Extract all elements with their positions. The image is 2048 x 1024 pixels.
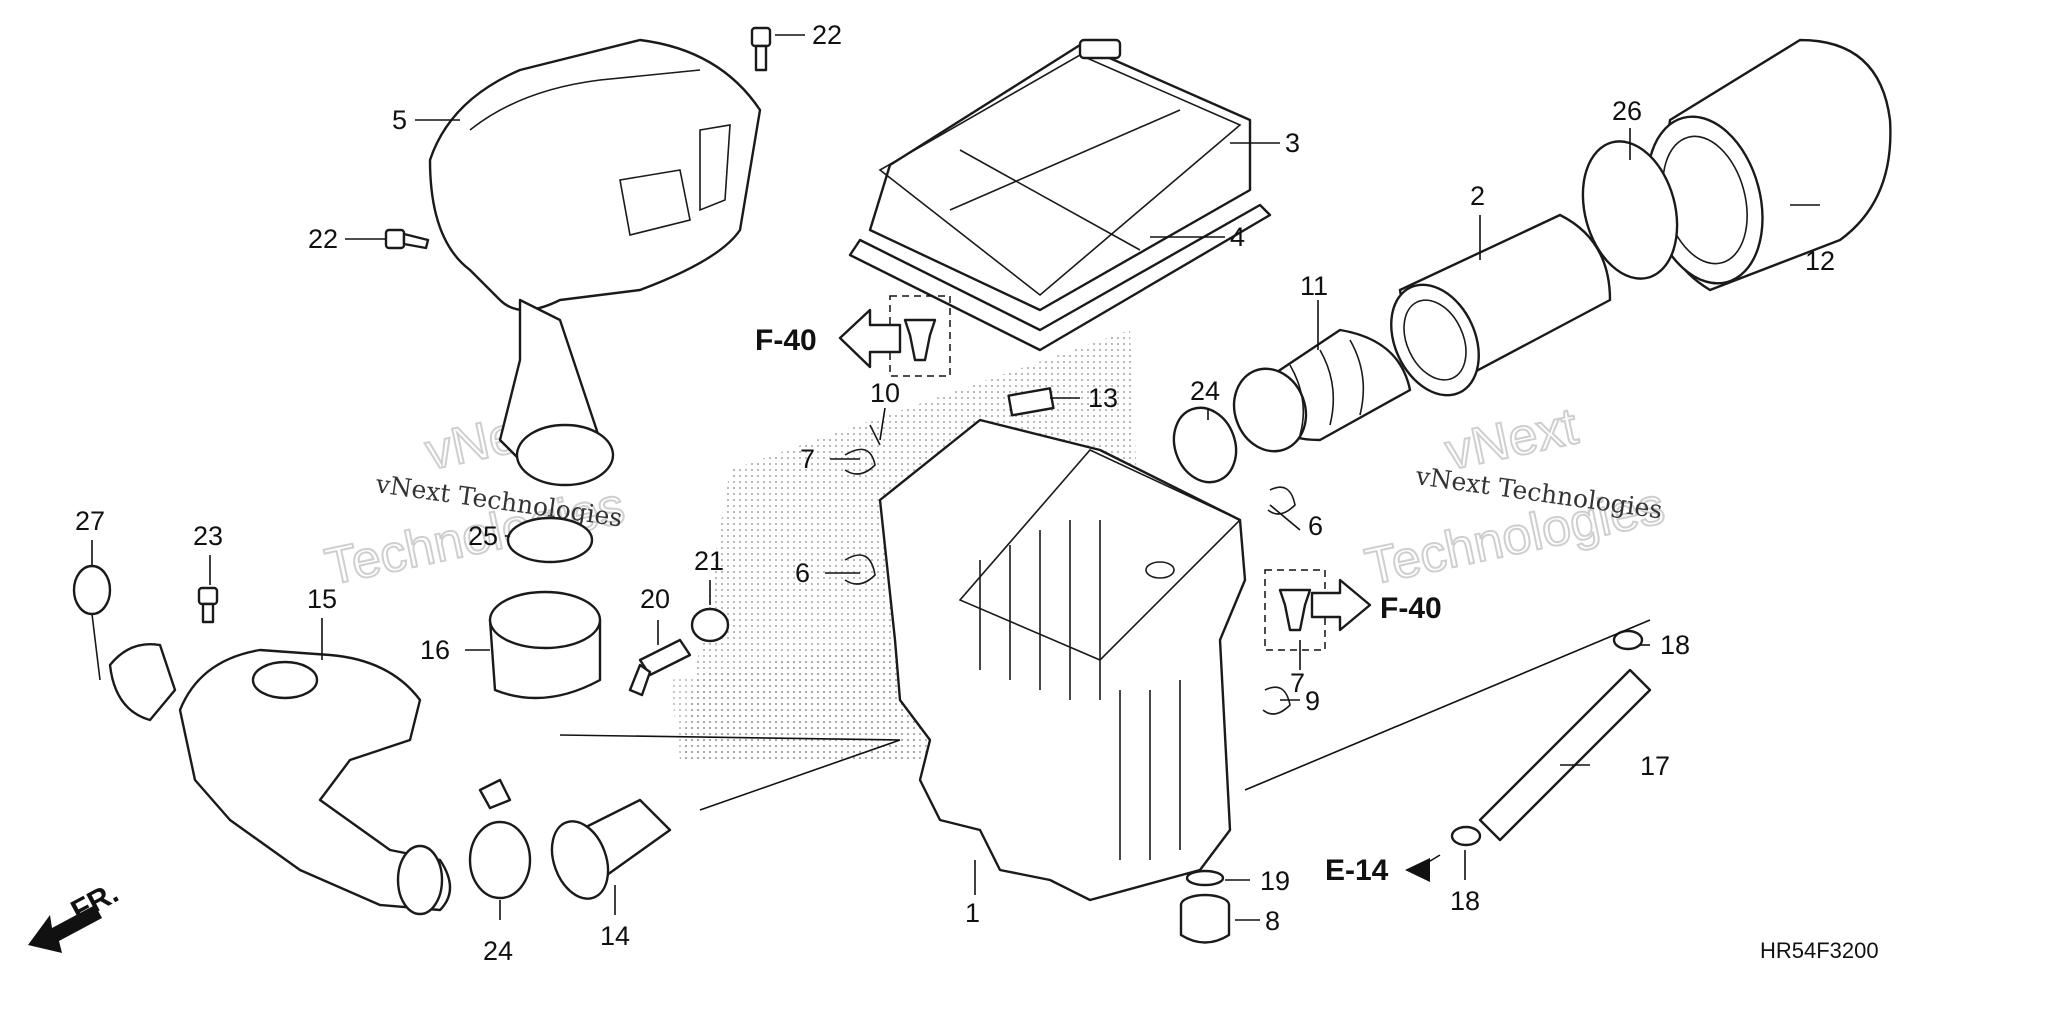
clamp-upper bbox=[1172, 406, 1238, 484]
hose-clip-lower bbox=[1450, 825, 1482, 847]
boot-clamp bbox=[506, 516, 594, 564]
connecting-tube bbox=[1232, 328, 1412, 453]
callout-19: 19 bbox=[1260, 866, 1290, 896]
air-cleaner-case bbox=[878, 418, 1247, 902]
callout-22-left: 22 bbox=[308, 224, 338, 254]
lower-intake-duct bbox=[108, 643, 452, 916]
callout-5: 5 bbox=[392, 105, 407, 135]
callout-24-lower: 24 bbox=[483, 936, 513, 966]
callout-27: 27 bbox=[75, 506, 105, 536]
callout-14: 14 bbox=[600, 921, 630, 951]
callout-7-lower: 7 bbox=[1290, 668, 1305, 698]
spring-clip-7-upper bbox=[844, 448, 876, 475]
callout-21: 21 bbox=[694, 546, 724, 576]
callout-6-left: 6 bbox=[795, 558, 810, 588]
bolt-22-top bbox=[750, 26, 772, 72]
callout-1: 1 bbox=[965, 898, 980, 928]
callout-7-upper: 7 bbox=[800, 444, 815, 474]
watermark-right: vNext Technologies vNext Technologies bbox=[1359, 396, 1670, 597]
hose-clip-small bbox=[478, 778, 512, 810]
callout-20: 20 bbox=[640, 584, 670, 614]
callout-9: 9 bbox=[1305, 686, 1320, 716]
callout-18-upper: 18 bbox=[1660, 630, 1690, 660]
callout-3: 3 bbox=[1285, 128, 1300, 158]
air-filter-lid bbox=[848, 38, 1272, 352]
front-arrow bbox=[28, 905, 102, 953]
callout-15: 15 bbox=[307, 584, 337, 614]
bolt-22-left bbox=[384, 228, 430, 250]
dotted-shading-hose bbox=[670, 640, 920, 760]
spring-clip-6-left bbox=[844, 554, 876, 585]
intake-boot bbox=[488, 590, 602, 700]
leader-lines bbox=[91, 34, 1820, 921]
callout-10: 10 bbox=[870, 378, 900, 408]
e14-arrow bbox=[1405, 858, 1430, 882]
diagram-code: HR54F3200 bbox=[1760, 938, 1879, 963]
bolt-23 bbox=[197, 586, 219, 624]
callouts: 1 2 3 4 5 6 6 7 7 8 9 10 11 12 13 14 15 … bbox=[75, 20, 1835, 966]
drain-clip bbox=[1185, 869, 1225, 887]
callout-13: 13 bbox=[1088, 383, 1118, 413]
callout-26: 26 bbox=[1612, 96, 1642, 126]
ref-e14: E-14 bbox=[1325, 854, 1389, 887]
band-clamp bbox=[1581, 140, 1679, 280]
grommet-21 bbox=[690, 607, 730, 643]
clamp-lower bbox=[468, 820, 532, 900]
callout-4: 4 bbox=[1230, 222, 1245, 252]
callout-24-upper: 24 bbox=[1190, 376, 1220, 406]
callout-18-lower: 18 bbox=[1450, 886, 1480, 916]
tube-joint bbox=[550, 798, 672, 900]
spring-clip-10 bbox=[869, 424, 881, 446]
callout-22-top: 22 bbox=[812, 20, 842, 50]
callout-12: 12 bbox=[1805, 246, 1835, 276]
f40-arrow-right bbox=[1310, 578, 1372, 632]
callout-6-right: 6 bbox=[1308, 511, 1323, 541]
ref-f40-right: F-40 bbox=[1380, 592, 1442, 625]
callout-17: 17 bbox=[1640, 751, 1670, 781]
callout-2: 2 bbox=[1470, 181, 1485, 211]
hose-clip-upper bbox=[1612, 629, 1644, 651]
intake-duct-cover bbox=[428, 38, 762, 487]
callout-16: 16 bbox=[420, 635, 450, 665]
drain-tube bbox=[1179, 893, 1231, 944]
breather-hose bbox=[1478, 668, 1652, 842]
sensor-20 bbox=[628, 638, 692, 697]
callout-8: 8 bbox=[1265, 906, 1280, 936]
callout-11: 11 bbox=[1300, 271, 1328, 301]
filter-element bbox=[1390, 213, 1612, 397]
ref-f40-left: F-40 bbox=[755, 324, 817, 357]
clip-27 bbox=[72, 564, 112, 681]
callout-23: 23 bbox=[193, 521, 223, 551]
callout-25: 25 bbox=[468, 521, 498, 551]
spring-clip-9 bbox=[1262, 686, 1291, 715]
f40-arrow-left bbox=[838, 308, 902, 369]
spring-clip-6-right bbox=[1267, 486, 1296, 515]
